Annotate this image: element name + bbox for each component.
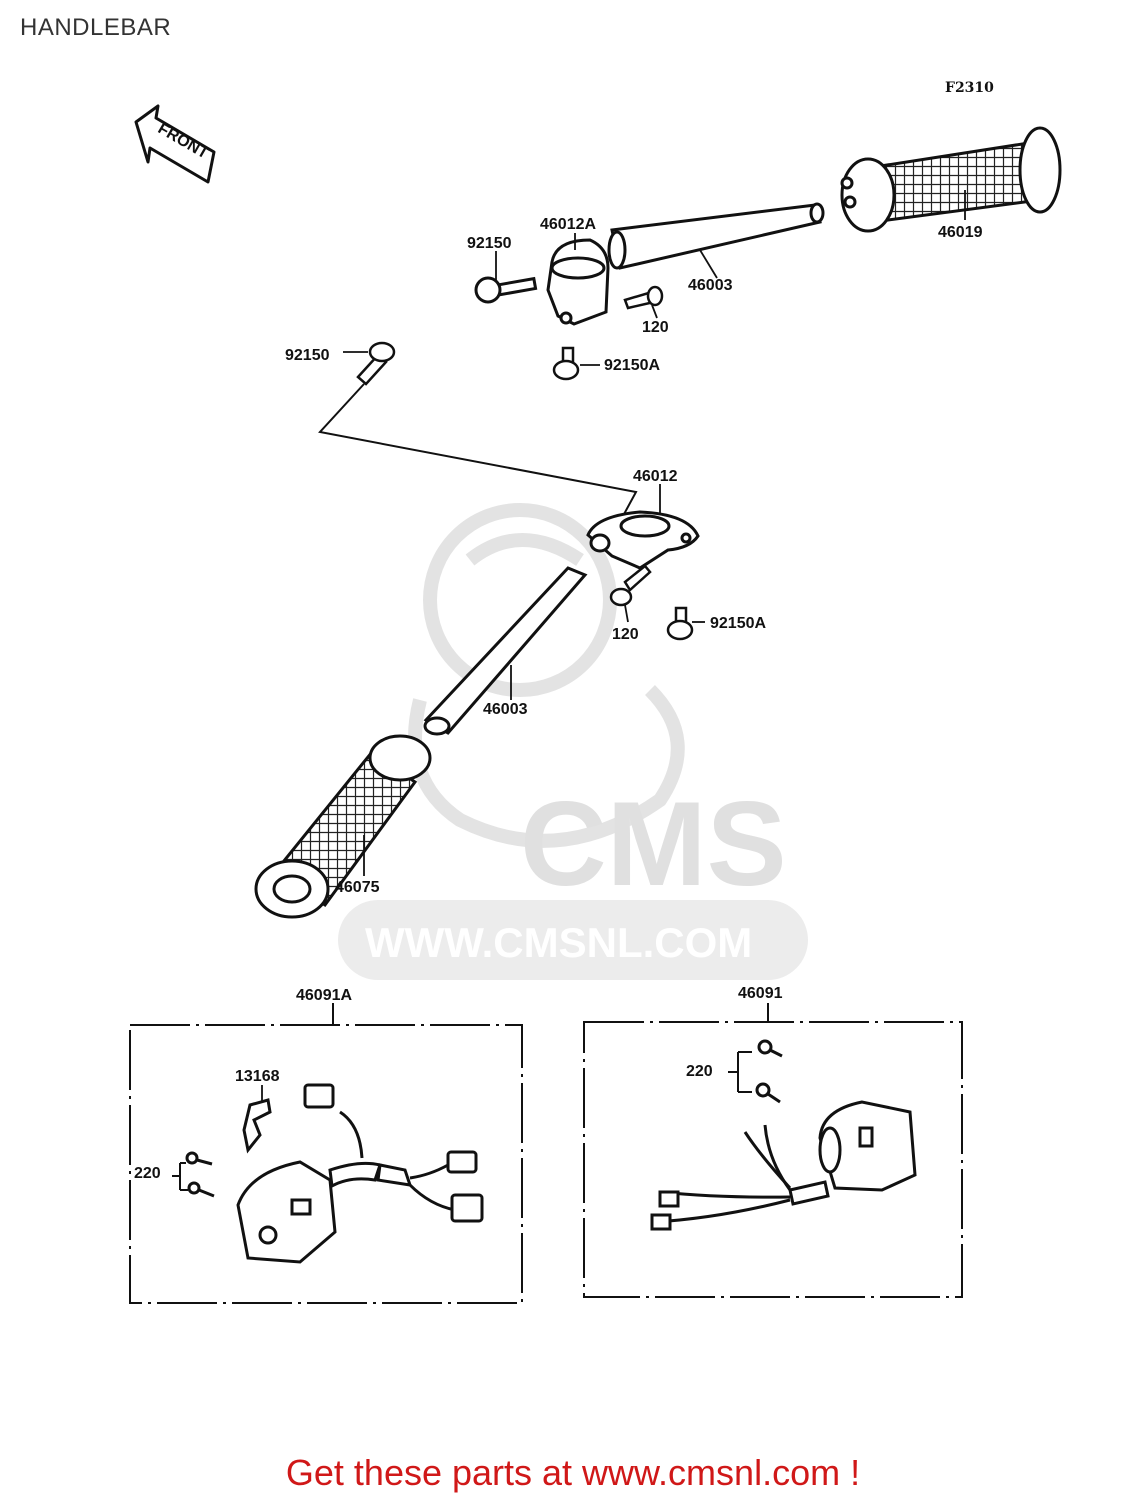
watermark: CMS WWW.CMSNL.COM xyxy=(338,503,808,980)
label-13168: 13168 xyxy=(235,1068,280,1085)
label-46075: 46075 xyxy=(335,879,380,896)
label-120-top: 120 xyxy=(642,319,669,336)
parts-diagram: CMS WWW.CMSNL.COM FRONT xyxy=(129,104,1062,1304)
screw-92150A-top xyxy=(552,346,580,381)
label-46012: 46012 xyxy=(633,468,678,485)
lower-handlebar-tube xyxy=(423,566,588,736)
watermark-url: WWW.CMSNL.COM xyxy=(365,919,752,966)
label-92150A-top: 92150A xyxy=(604,357,660,374)
label-220-right: 220 xyxy=(686,1063,713,1080)
screw-120-top xyxy=(623,285,664,310)
label-92150A-mid: 92150A xyxy=(710,615,766,632)
watermark-logo: CMS xyxy=(520,777,787,911)
right-grip xyxy=(840,126,1062,233)
watermark-badge xyxy=(338,900,808,980)
front-arrow-icon: FRONT xyxy=(134,104,216,184)
leader-lines xyxy=(261,190,966,1102)
label-46019: 46019 xyxy=(938,224,983,241)
screw-120-mid xyxy=(609,564,652,607)
top-handlebar-tube xyxy=(607,202,825,270)
page-title: HANDLEBAR xyxy=(20,14,172,41)
label-120-mid: 120 xyxy=(612,626,639,643)
figure-code: F2310 xyxy=(945,80,994,96)
label-46091A: 46091A xyxy=(296,987,352,1004)
label-220-left: 220 xyxy=(134,1165,161,1182)
label-92150-top: 92150 xyxy=(467,235,512,252)
switch-box-46091A xyxy=(129,1003,523,1304)
screw-92150A-mid xyxy=(666,606,694,641)
footer-cta-link[interactable]: Get these parts at www.cmsnl.com ! xyxy=(285,1452,861,1493)
label-92150-left: 92150 xyxy=(285,347,330,364)
left-grip xyxy=(254,734,432,919)
top-clamp xyxy=(546,238,610,326)
bolt-92150-top xyxy=(474,276,538,304)
bolt-92150-left xyxy=(356,341,396,386)
label-46091: 46091 xyxy=(738,985,783,1002)
lower-clamp xyxy=(586,510,700,570)
label-46003-mid: 46003 xyxy=(483,701,528,718)
label-46003-top: 46003 xyxy=(688,277,733,294)
label-46012A: 46012A xyxy=(540,216,596,233)
switch-box-46091 xyxy=(583,1003,963,1298)
